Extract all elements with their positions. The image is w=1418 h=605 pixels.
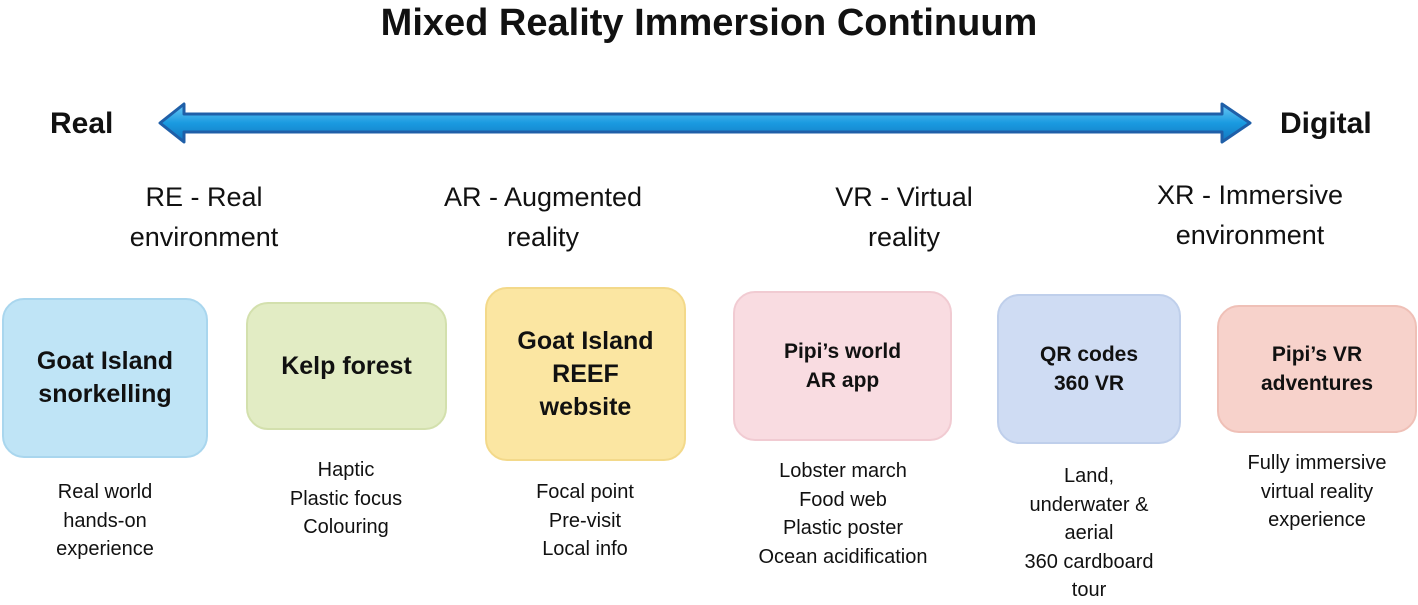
real-end-label: Real bbox=[50, 107, 114, 140]
double-arrow-icon bbox=[158, 102, 1252, 144]
category-immersive-environment: XR - Immersive environment bbox=[1156, 180, 1343, 250]
item-description-goat-island-snorkelling: Real world hands-on experience bbox=[56, 481, 154, 560]
item-box-pipis-world-ar-app: Pipi’s world AR app bbox=[733, 291, 952, 441]
item-description-goat-island-reef-website: Focal point Pre-visit Local info bbox=[536, 481, 634, 560]
item-description-pipis-world-ar-app: Lobster march Food web Plastic poster Oc… bbox=[758, 460, 928, 568]
item-box-pipis-vr-adventures: Pipi’s VR adventures bbox=[1217, 305, 1417, 433]
item-description-kelp-forest: Haptic Plastic focus Colouring bbox=[289, 459, 403, 538]
digital-end-label: Digital bbox=[1280, 107, 1372, 140]
item-box-goat-island-reef-website: Goat Island REEF website bbox=[485, 287, 686, 461]
item-box-qr-codes-360-vr: QR codes 360 VR bbox=[997, 294, 1181, 444]
item-description-qr-codes-360-vr: Land, underwater & aerial 360 cardboard … bbox=[1024, 465, 1154, 601]
item-box-kelp-forest: Kelp forest bbox=[246, 302, 447, 430]
category-real-environment: RE - Real environment bbox=[129, 182, 279, 252]
item-description-pipis-vr-adventures: Fully immersive virtual reality experien… bbox=[1247, 452, 1387, 531]
category-augmented-reality: AR - Augmented reality bbox=[443, 182, 643, 252]
item-box-goat-island-snorkelling: Goat Island snorkelling bbox=[2, 298, 208, 458]
continuum-arrow bbox=[158, 102, 1252, 144]
diagram-title: Mixed Reality Immersion Continuum bbox=[380, 2, 1038, 44]
category-virtual-reality: VR - Virtual reality bbox=[835, 182, 973, 252]
